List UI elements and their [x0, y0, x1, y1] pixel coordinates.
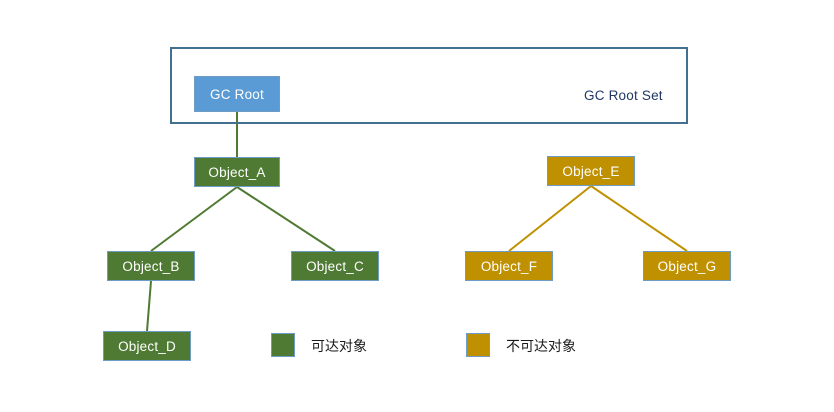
node-label: Object_B: [122, 258, 180, 274]
node-label: Object_C: [306, 258, 364, 274]
gc-root-set-label: GC Root Set: [584, 88, 663, 103]
legend-label-reachable: 可达对象: [311, 339, 367, 355]
node-label: Object_G: [657, 258, 717, 274]
legend-label-unreachable: 不可达对象: [506, 339, 576, 355]
edge-object_a-to-object_c: [236, 186, 336, 252]
node-label: Object_F: [480, 258, 538, 274]
node-object_b[interactable]: Object_B: [107, 251, 195, 281]
node-object_f[interactable]: Object_F: [465, 251, 553, 281]
node-label: GC Root: [210, 86, 264, 102]
node-object_g[interactable]: Object_G: [643, 251, 731, 281]
edge-object_b-to-object_d: [146, 280, 152, 332]
legend-swatch-unreachable: [466, 333, 490, 357]
node-label: Object_A: [208, 164, 266, 180]
node-object_a[interactable]: Object_A: [194, 157, 280, 187]
node-label: Object_D: [118, 338, 176, 354]
node-label: Object_E: [562, 163, 620, 179]
node-object_c[interactable]: Object_C: [291, 251, 379, 281]
legend-swatch-reachable: [271, 333, 295, 357]
node-gc_root[interactable]: GC Root: [194, 76, 280, 112]
node-object_e[interactable]: Object_E: [547, 156, 635, 186]
edge-object_e-to-object_f: [508, 185, 592, 252]
node-object_d[interactable]: Object_D: [103, 331, 191, 361]
gc-root-set-frame: [170, 47, 688, 124]
edge-object_a-to-object_b: [150, 186, 238, 252]
edge-object_e-to-object_g: [590, 185, 688, 252]
